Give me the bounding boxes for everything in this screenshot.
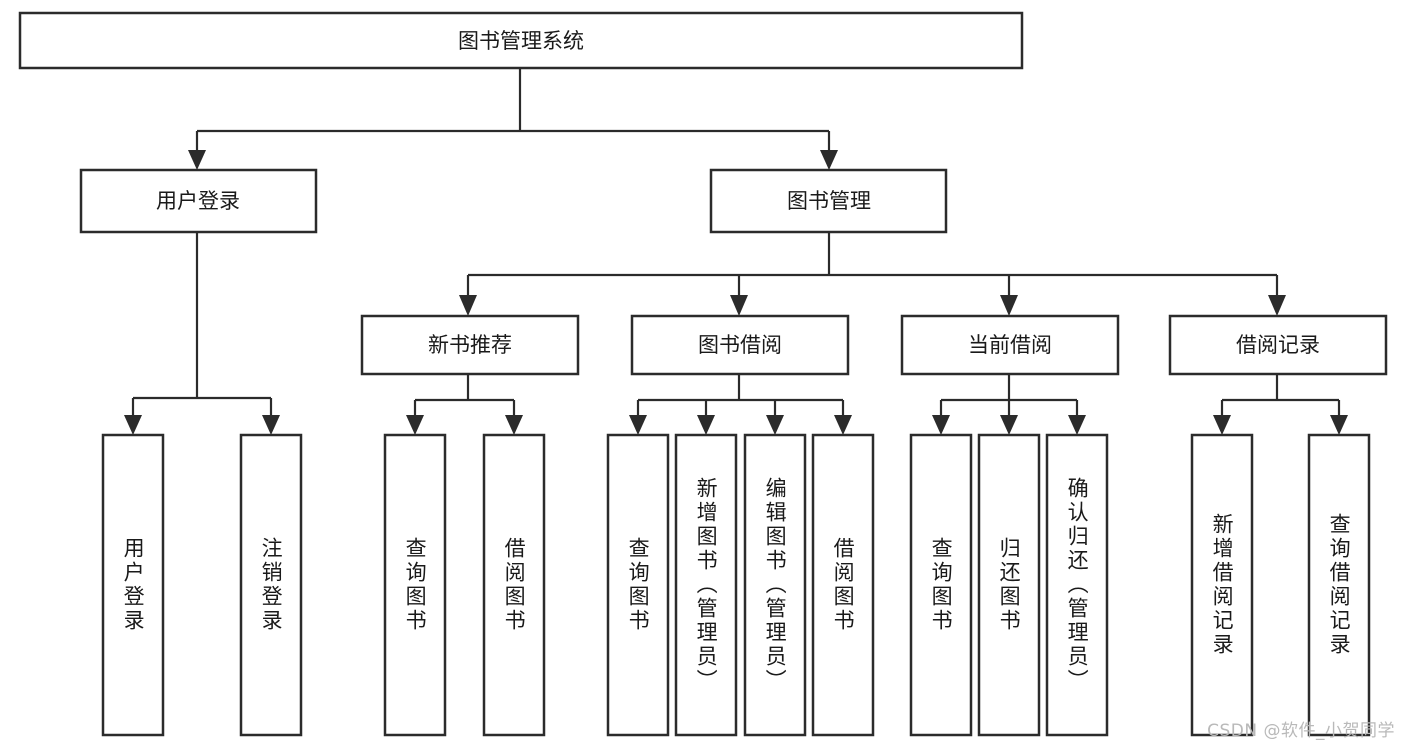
node-book-borrow[interactable]: 图书借阅 — [630, 314, 850, 376]
node-user-login[interactable]: 用户登录 — [79, 168, 318, 234]
leaf-box-current-borrow-2[interactable] — [1045, 433, 1109, 737]
node-new-book-recommend-label: 新书推荐 — [428, 333, 512, 357]
connector-book-mgmt-to-level2 — [459, 232, 1286, 316]
leaf-box-new-book-0[interactable] — [383, 433, 447, 737]
connector-user-login-to-leaves — [124, 232, 280, 435]
node-user-login-label: 用户登录 — [156, 189, 240, 213]
node-current-borrow[interactable]: 当前借阅 — [900, 314, 1120, 376]
leaf-box-book-borrow-0[interactable] — [606, 433, 670, 737]
leaf-box-book-borrow-2[interactable] — [743, 433, 807, 737]
leaf-box-borrow-record-0[interactable] — [1190, 433, 1254, 737]
node-book-management-label: 图书管理 — [787, 189, 871, 213]
node-current-borrow-label: 当前借阅 — [968, 333, 1052, 357]
connector-current-borrow-to-leaves — [932, 374, 1086, 435]
leaf-box-book-borrow-1[interactable] — [674, 433, 738, 737]
leaf-box-borrow-record-1[interactable] — [1307, 433, 1371, 737]
node-root[interactable]: 图书管理系统 — [18, 11, 1024, 70]
leaf-box-book-borrow-3[interactable] — [811, 433, 875, 737]
node-borrow-record[interactable]: 借阅记录 — [1168, 314, 1388, 376]
node-new-book-recommend[interactable]: 新书推荐 — [360, 314, 580, 376]
leaf-box-current-borrow-0[interactable] — [909, 433, 973, 737]
node-root-label: 图书管理系统 — [458, 29, 584, 53]
node-book-management[interactable]: 图书管理 — [709, 168, 948, 234]
leaf-box-new-book-1[interactable] — [482, 433, 546, 737]
connector-root-to-level1 — [188, 68, 838, 170]
connector-book-borrow-to-leaves — [629, 374, 852, 435]
leaf-box-user-login-0[interactable] — [101, 433, 165, 737]
leaf-box-user-login-1[interactable] — [239, 433, 303, 737]
connector-borrow-record-to-leaves — [1213, 374, 1348, 435]
connector-new-book-to-leaves — [406, 374, 523, 435]
node-book-borrow-label: 图书借阅 — [698, 333, 782, 357]
watermark-text: CSDN @软件_小贺同学 — [1207, 721, 1395, 741]
node-borrow-record-label: 借阅记录 — [1236, 333, 1320, 357]
leaf-box-current-borrow-1[interactable] — [977, 433, 1041, 737]
